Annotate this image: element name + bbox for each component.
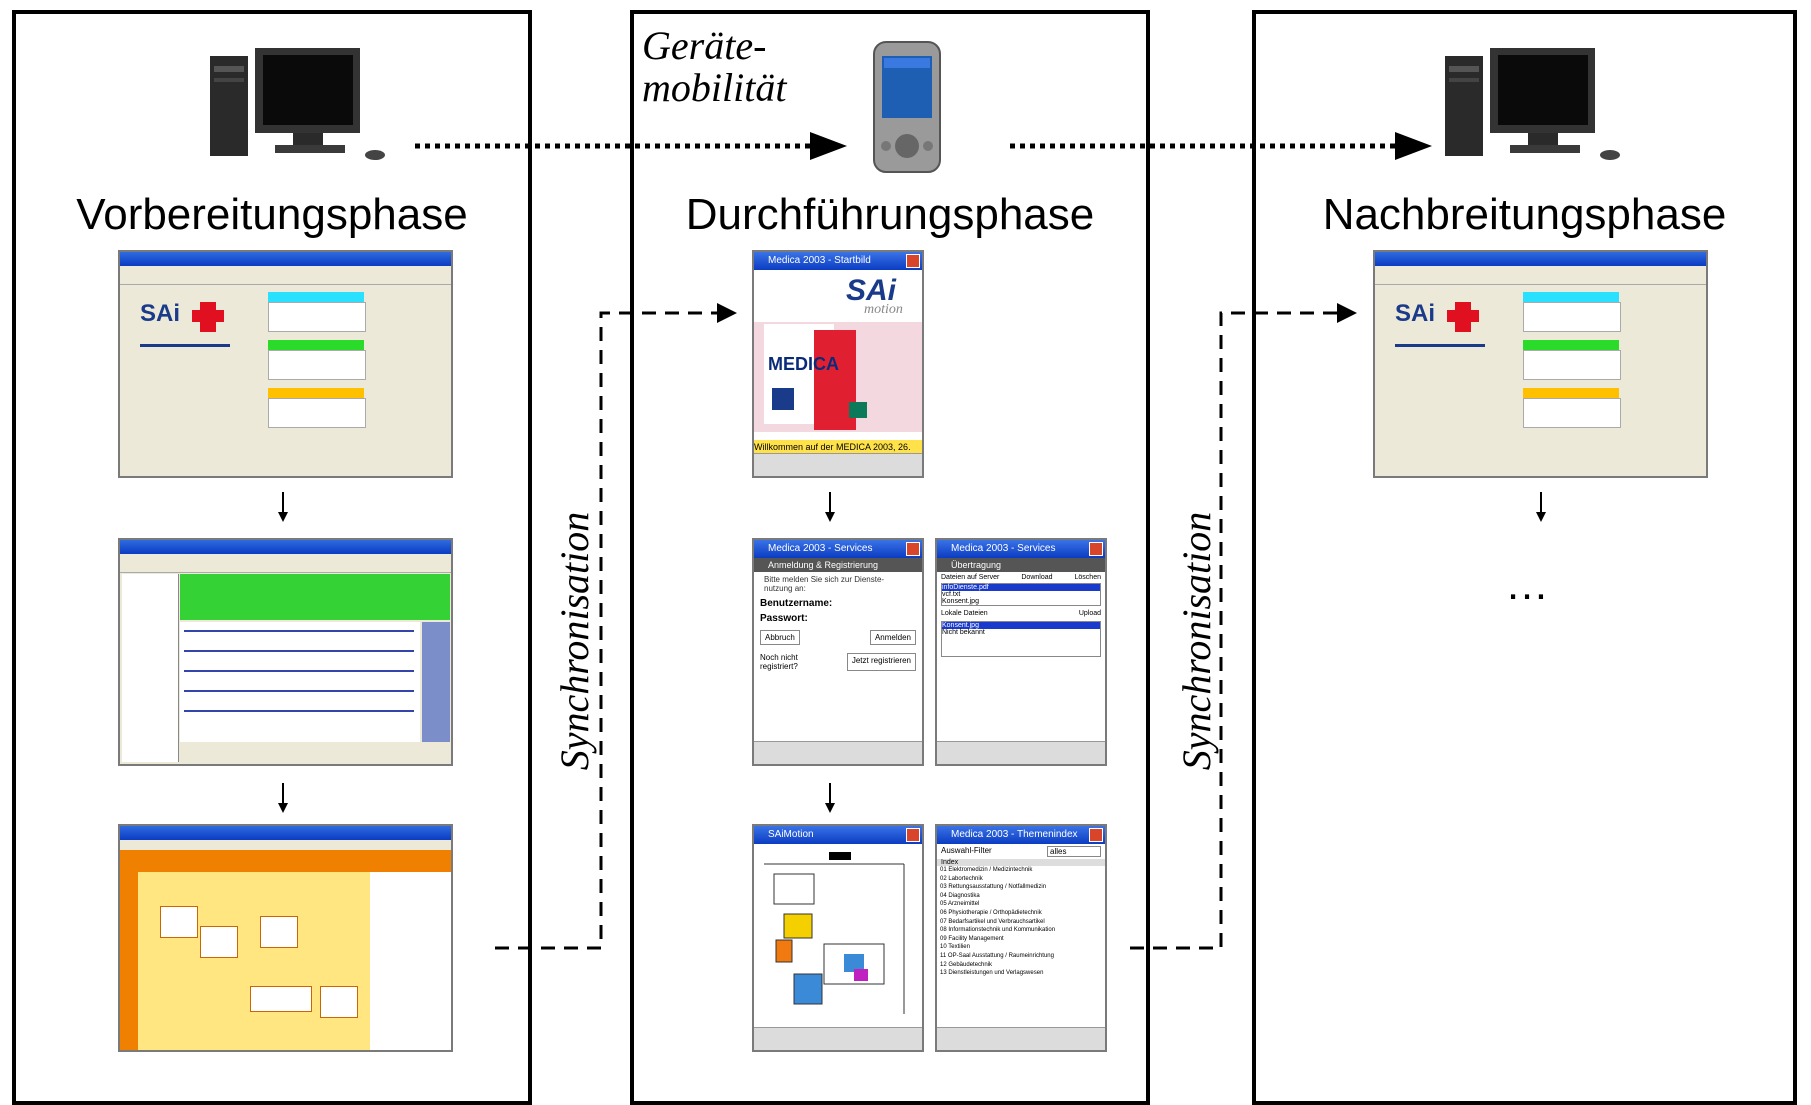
pda-theme-item[interactable]: 04 Diagnostika: [940, 892, 980, 899]
pda-map-screenshot: SAiMotion: [752, 824, 924, 1052]
pda-register-button[interactable]: Jetzt registrieren: [846, 653, 916, 671]
pda-delete-button[interactable]: Löschen: [1074, 574, 1101, 581]
pda-themes-screenshot: Medica 2003 - Themenindex Auswahl-Filter…: [935, 824, 1107, 1052]
pda-theme-item[interactable]: 10 Textilien: [940, 944, 970, 951]
pda-cancel-button[interactable]: Abbruch: [760, 630, 800, 645]
pda-theme-item[interactable]: 11 OP-Saal Ausstattung / Raumeinrichtung: [940, 952, 1054, 959]
pda-user-label: Benutzername:: [760, 598, 833, 609]
pda-file-item[interactable]: vcf.txt: [942, 591, 961, 598]
pda-transfer-header: Übertragung: [937, 558, 1105, 572]
pda-start-screenshot: Medica 2003 - Startbild SAi motion MEDIC…: [752, 250, 924, 478]
pda-local-file-item[interactable]: Nicht bekannt: [942, 629, 985, 636]
phase-title-followup: Nachbreitungsphase: [1322, 190, 1727, 239]
pda-pass-label: Passwort:: [760, 613, 808, 624]
pda-services-title: Medica 2003 - Services: [951, 543, 1056, 554]
mobility-arrow-2: [1010, 132, 1432, 160]
down-arrow-icon: [825, 783, 835, 813]
desktop-computer-icon: [1445, 48, 1620, 160]
pda-not-registered-text: Noch nicht registriert?: [760, 653, 798, 671]
phase-title-execution: Durchführungsphase: [685, 190, 1095, 239]
pda-themes-title: Medica 2003 - Themenindex: [951, 829, 1078, 840]
ellipsis-text: …: [1505, 560, 1549, 609]
close-icon[interactable]: [1089, 828, 1103, 842]
pda-device-icon: [873, 41, 941, 173]
pda-login-hint: Bitte melden Sie sich zur Dienste-nutzun…: [764, 575, 885, 593]
pda-login-button[interactable]: Anmelden: [869, 630, 916, 645]
pda-filter-label: Auswahl-Filter: [941, 846, 992, 855]
device-mobility-line2: mobilität: [642, 65, 787, 110]
close-icon[interactable]: [1089, 542, 1103, 556]
down-arrow-icon: [278, 492, 288, 522]
pda-theme-item[interactable]: 13 Dienstleistungen und Verlagswesen: [940, 970, 1044, 977]
close-icon[interactable]: [906, 828, 920, 842]
pda-transfer-screenshot: Medica 2003 - Services Übertragung Datei…: [935, 538, 1107, 766]
saimotion-logo: SAi: [1395, 300, 1436, 327]
down-arrow-icon: [825, 492, 835, 522]
close-icon[interactable]: [906, 254, 920, 268]
down-arrow-icon: [1536, 492, 1546, 522]
pda-brand-sub: motion: [864, 302, 903, 317]
pda-start-title: Medica 2003 - Startbild: [768, 255, 871, 266]
sync-arrow-2: [1130, 303, 1357, 950]
pda-theme-item[interactable]: 03 Rettungsausstattung / Notfallmedizin: [940, 884, 1047, 891]
pda-local-file-item[interactable]: Konsent.jpg: [942, 622, 1100, 629]
pda-login-header: Anmeldung & Registrierung: [754, 558, 922, 572]
pda-file-item[interactable]: Konsent.jpg: [942, 598, 979, 605]
phase-title-preparation: Vorbereitungsphase: [76, 190, 468, 239]
pda-theme-item[interactable]: 06 Physiotherapie / Orthopädietechnik: [940, 909, 1042, 916]
pda-medica-label: MEDICA: [768, 354, 839, 374]
pda-theme-item[interactable]: 08 Informationstechnik und Kommunikation: [940, 927, 1056, 934]
pda-download-button[interactable]: Download: [1021, 574, 1053, 581]
pda-file-item[interactable]: infoDienste.pdf: [942, 584, 1100, 591]
pda-theme-item[interactable]: 09 Facility Management: [940, 935, 1004, 942]
mobility-arrow-1: [415, 132, 847, 160]
desktop-start-screenshot: SAi: [118, 250, 453, 478]
pda-theme-item[interactable]: 12 Gebäudetechnik: [940, 961, 993, 968]
pda-upload-button[interactable]: Upload: [1078, 610, 1101, 617]
desktop-computer-icon: [210, 48, 385, 160]
pda-services-title: Medica 2003 - Services: [768, 543, 873, 554]
pda-files-label: Dateien auf Server: [941, 574, 1000, 581]
pda-theme-item[interactable]: 05 Arzneimittel: [940, 901, 980, 908]
pda-theme-header: Index: [937, 859, 1105, 866]
pda-login-screenshot: Medica 2003 - Services Anmeldung & Regis…: [752, 538, 924, 766]
phase-box-followup: Nachbreitungsphase: [1252, 10, 1797, 1105]
device-mobility-line1: Geräte-: [642, 23, 767, 68]
sync-arrow-1: [495, 303, 737, 950]
pda-theme-item[interactable]: 01 Elektromedizin / Medizintechnik: [940, 867, 1033, 873]
pda-local-label: Lokale Dateien: [941, 610, 988, 617]
pda-welcome-banner: Willkommen auf der MEDICA 2003, 26.: [754, 440, 922, 454]
desktop-calendar-screenshot: [118, 824, 453, 1052]
pda-filter-select[interactable]: alles: [1047, 846, 1101, 857]
device-mobility-label: Geräte- mobilität: [642, 25, 822, 109]
desktop-followup-screenshot: SAi: [1373, 250, 1708, 478]
pda-brand-logo: SAi: [846, 274, 897, 307]
down-arrow-icon: [278, 783, 288, 813]
pda-theme-item[interactable]: 02 Labortechnik: [940, 875, 983, 882]
pda-theme-item[interactable]: 07 Bedarfsartikel und Verbrauchsartikel: [940, 918, 1045, 925]
saimotion-logo: SAi: [140, 300, 181, 327]
desktop-exhibitor-list-screenshot: [118, 538, 453, 766]
close-icon[interactable]: [906, 542, 920, 556]
pda-map-title: SAiMotion: [768, 829, 814, 840]
fairground-map[interactable]: [754, 844, 922, 1024]
